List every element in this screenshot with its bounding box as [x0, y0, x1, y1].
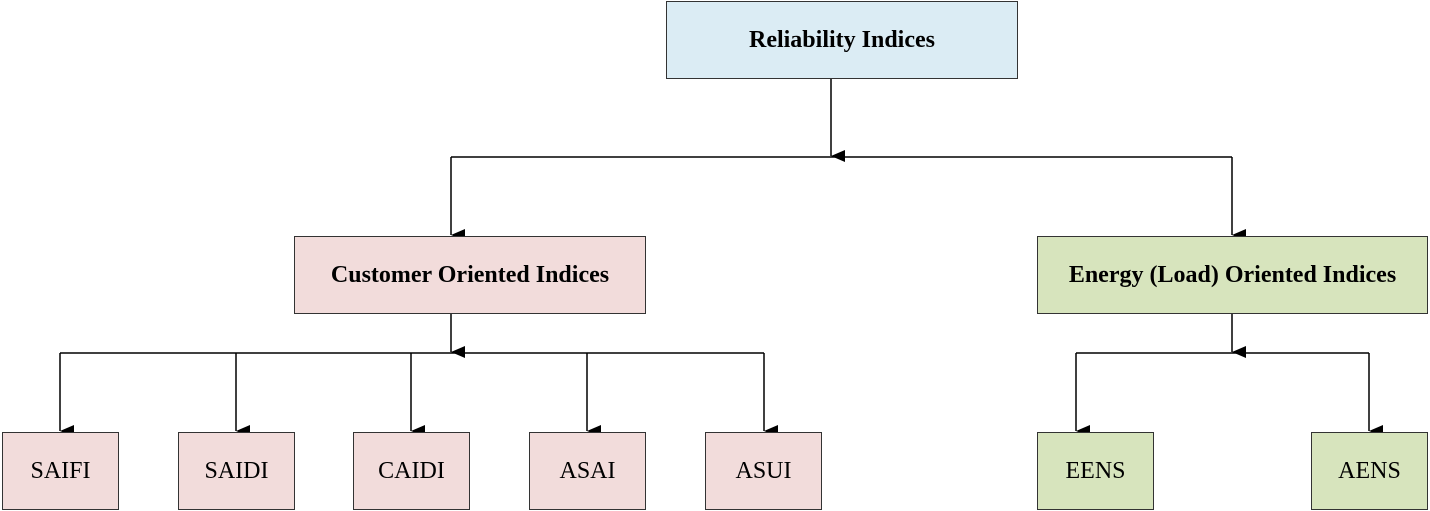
leaf-node-label: SAIFI — [30, 457, 91, 484]
leaf-node-saidi: SAIDI — [178, 432, 295, 510]
leaf-node-caidi: CAIDI — [353, 432, 470, 510]
category-node-label: Energy (Load) Oriented Indices — [1068, 261, 1397, 288]
leaf-node-saifi: SAIFI — [2, 432, 119, 510]
category-node-customer-oriented: Customer Oriented Indices — [294, 236, 646, 314]
leaf-node-asai: ASAI — [529, 432, 646, 510]
leaf-node-label: CAIDI — [378, 457, 445, 484]
category-node-label: Customer Oriented Indices — [330, 261, 610, 288]
leaf-node-label: ASAI — [559, 457, 616, 484]
root-node-label: Reliability Indices — [748, 26, 935, 53]
leaf-node-label: AENS — [1338, 457, 1401, 484]
leaf-node-aens: AENS — [1311, 432, 1428, 510]
root-node-reliability-indices: Reliability Indices — [666, 1, 1018, 79]
leaf-node-label: SAIDI — [204, 457, 269, 484]
leaf-node-label: ASUI — [735, 457, 792, 484]
category-node-energy-oriented: Energy (Load) Oriented Indices — [1037, 236, 1428, 314]
leaf-node-label: EENS — [1065, 457, 1126, 484]
leaf-node-asui: ASUI — [705, 432, 822, 510]
leaf-node-eens: EENS — [1037, 432, 1154, 510]
